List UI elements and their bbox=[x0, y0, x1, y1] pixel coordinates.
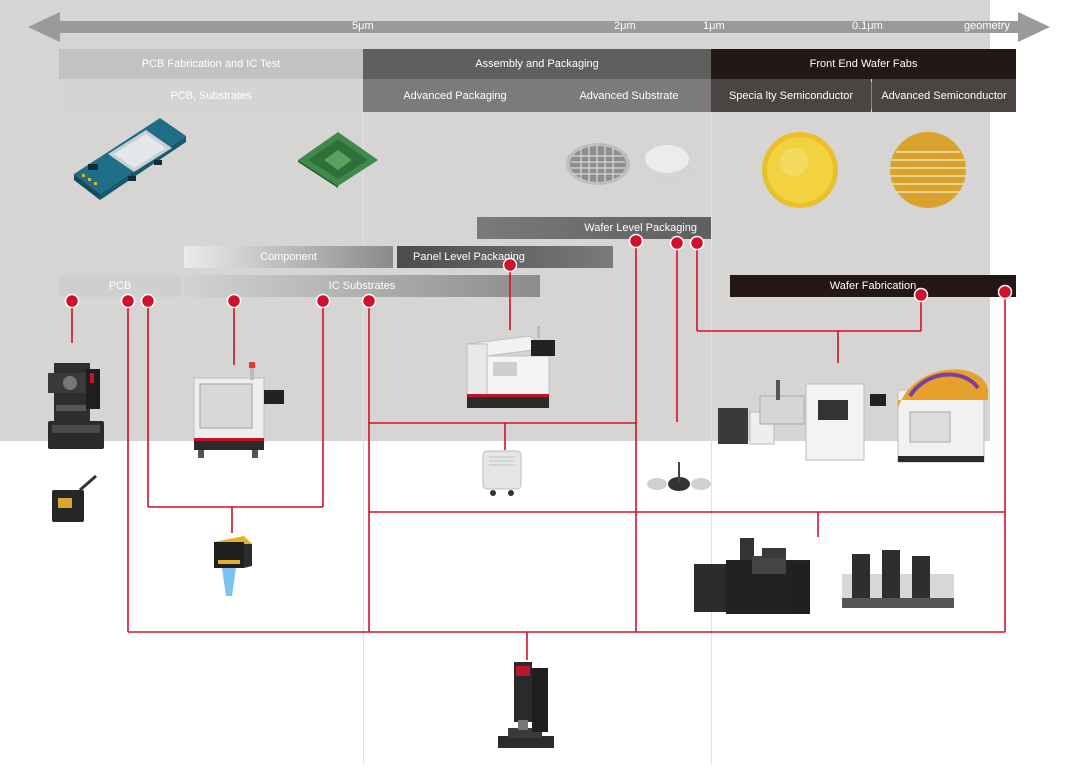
bar-component-label: Component bbox=[260, 251, 317, 263]
bga-chip-image bbox=[298, 132, 378, 188]
axis-end-label: geometry bbox=[964, 20, 1010, 32]
connector-dot bbox=[628, 233, 644, 249]
striped-wafer-image bbox=[890, 132, 966, 208]
header-adv-semi-label: Advanced Semiconductor bbox=[881, 89, 1007, 102]
geometry-axis bbox=[28, 12, 1050, 42]
connector-dot bbox=[226, 293, 242, 309]
bar-panel-level-packaging-label: Panel Level Packaging bbox=[413, 251, 525, 263]
header-pcb-substrates-label: PCB, Substrates bbox=[170, 89, 252, 102]
header-assembly-packaging: Assembly and Packaging bbox=[363, 49, 711, 79]
connector-dot bbox=[120, 293, 136, 309]
bar-pcb: PCB bbox=[59, 275, 181, 297]
axis-tick-1um: 1μm bbox=[703, 20, 725, 32]
probe-tools-image bbox=[647, 462, 711, 491]
bar-wafer-fabrication: Wafer Fabrication bbox=[730, 275, 1016, 297]
axis-tick-5um: 5μm bbox=[352, 20, 374, 32]
connector-dot bbox=[502, 257, 518, 273]
connector-dot bbox=[913, 287, 929, 303]
connector-dot bbox=[669, 235, 685, 251]
header-pcb-fabrication-label: PCB Fabrication and IC Test bbox=[141, 58, 281, 70]
header-advanced-semiconductor: Advanced Semiconductor bbox=[872, 79, 1016, 112]
bar-ic-substrates-label: IC Substrates bbox=[328, 280, 396, 292]
header-divider bbox=[871, 82, 872, 109]
wafer-grid-image bbox=[566, 143, 630, 185]
bar-component: Component bbox=[184, 246, 393, 268]
panel-inspection-machine-image bbox=[465, 326, 555, 408]
header-specialty-semiconductor: Specia lty Semiconductor bbox=[711, 79, 871, 112]
column-divider bbox=[363, 112, 364, 764]
benchtop-microscope-image bbox=[498, 662, 554, 748]
connector-dot bbox=[361, 293, 377, 309]
header-adv-substrate-label: Advanced Substrate bbox=[579, 89, 679, 102]
connector-dot bbox=[997, 284, 1013, 300]
header-front-end: Front End Wafer Fabs bbox=[711, 49, 1016, 79]
connector-dot bbox=[315, 293, 331, 309]
connector-dot bbox=[64, 293, 80, 309]
measurement-systems-image bbox=[694, 538, 954, 614]
bar-wafer-level-packaging: Wafer Level Packaging bbox=[477, 217, 711, 239]
header-pcb-fabrication: PCB Fabrication and IC Test bbox=[59, 49, 363, 79]
axis-tick-2um: 2μm bbox=[614, 20, 636, 32]
header-front-end-label: Front End Wafer Fabs bbox=[809, 58, 918, 70]
inspection-machine-image bbox=[193, 362, 284, 458]
bar-wafer-level-packaging-label: Wafer Level Packaging bbox=[584, 222, 697, 234]
header-pcb-substrates: PCB, Substrates bbox=[59, 79, 363, 112]
bar-ic-substrates: IC Substrates bbox=[184, 275, 540, 297]
line-scanner-image bbox=[214, 536, 252, 596]
header-advanced-packaging: Advanced Packaging bbox=[363, 79, 547, 112]
connector-dot bbox=[689, 235, 705, 251]
microscope-station-image bbox=[48, 363, 104, 449]
bar-wafer-fabrication-label: Wafer Fabrication bbox=[829, 280, 917, 292]
column-divider bbox=[711, 112, 712, 764]
wafer-fab-tools-image bbox=[718, 369, 988, 463]
header-specialty-label: Specia lty Semiconductor bbox=[728, 89, 854, 102]
header-advanced-substrate: Advanced Substrate bbox=[547, 79, 711, 112]
bar-pcb-label: PCB bbox=[108, 280, 132, 292]
sensor-head-image bbox=[52, 474, 97, 522]
bar-panel-level-packaging: Panel Level Packaging bbox=[397, 246, 613, 268]
header-adv-packaging-label: Advanced Packaging bbox=[403, 89, 507, 102]
connector-dot bbox=[140, 293, 156, 309]
axis-tick-0-1um: 0.1μm bbox=[852, 20, 883, 32]
pcb-card-image bbox=[74, 118, 186, 200]
gold-wafer-image bbox=[762, 132, 838, 208]
header-assembly-label: Assembly and Packaging bbox=[475, 58, 599, 70]
controller-box-image bbox=[482, 450, 522, 496]
blank-wafer-image bbox=[639, 141, 701, 185]
